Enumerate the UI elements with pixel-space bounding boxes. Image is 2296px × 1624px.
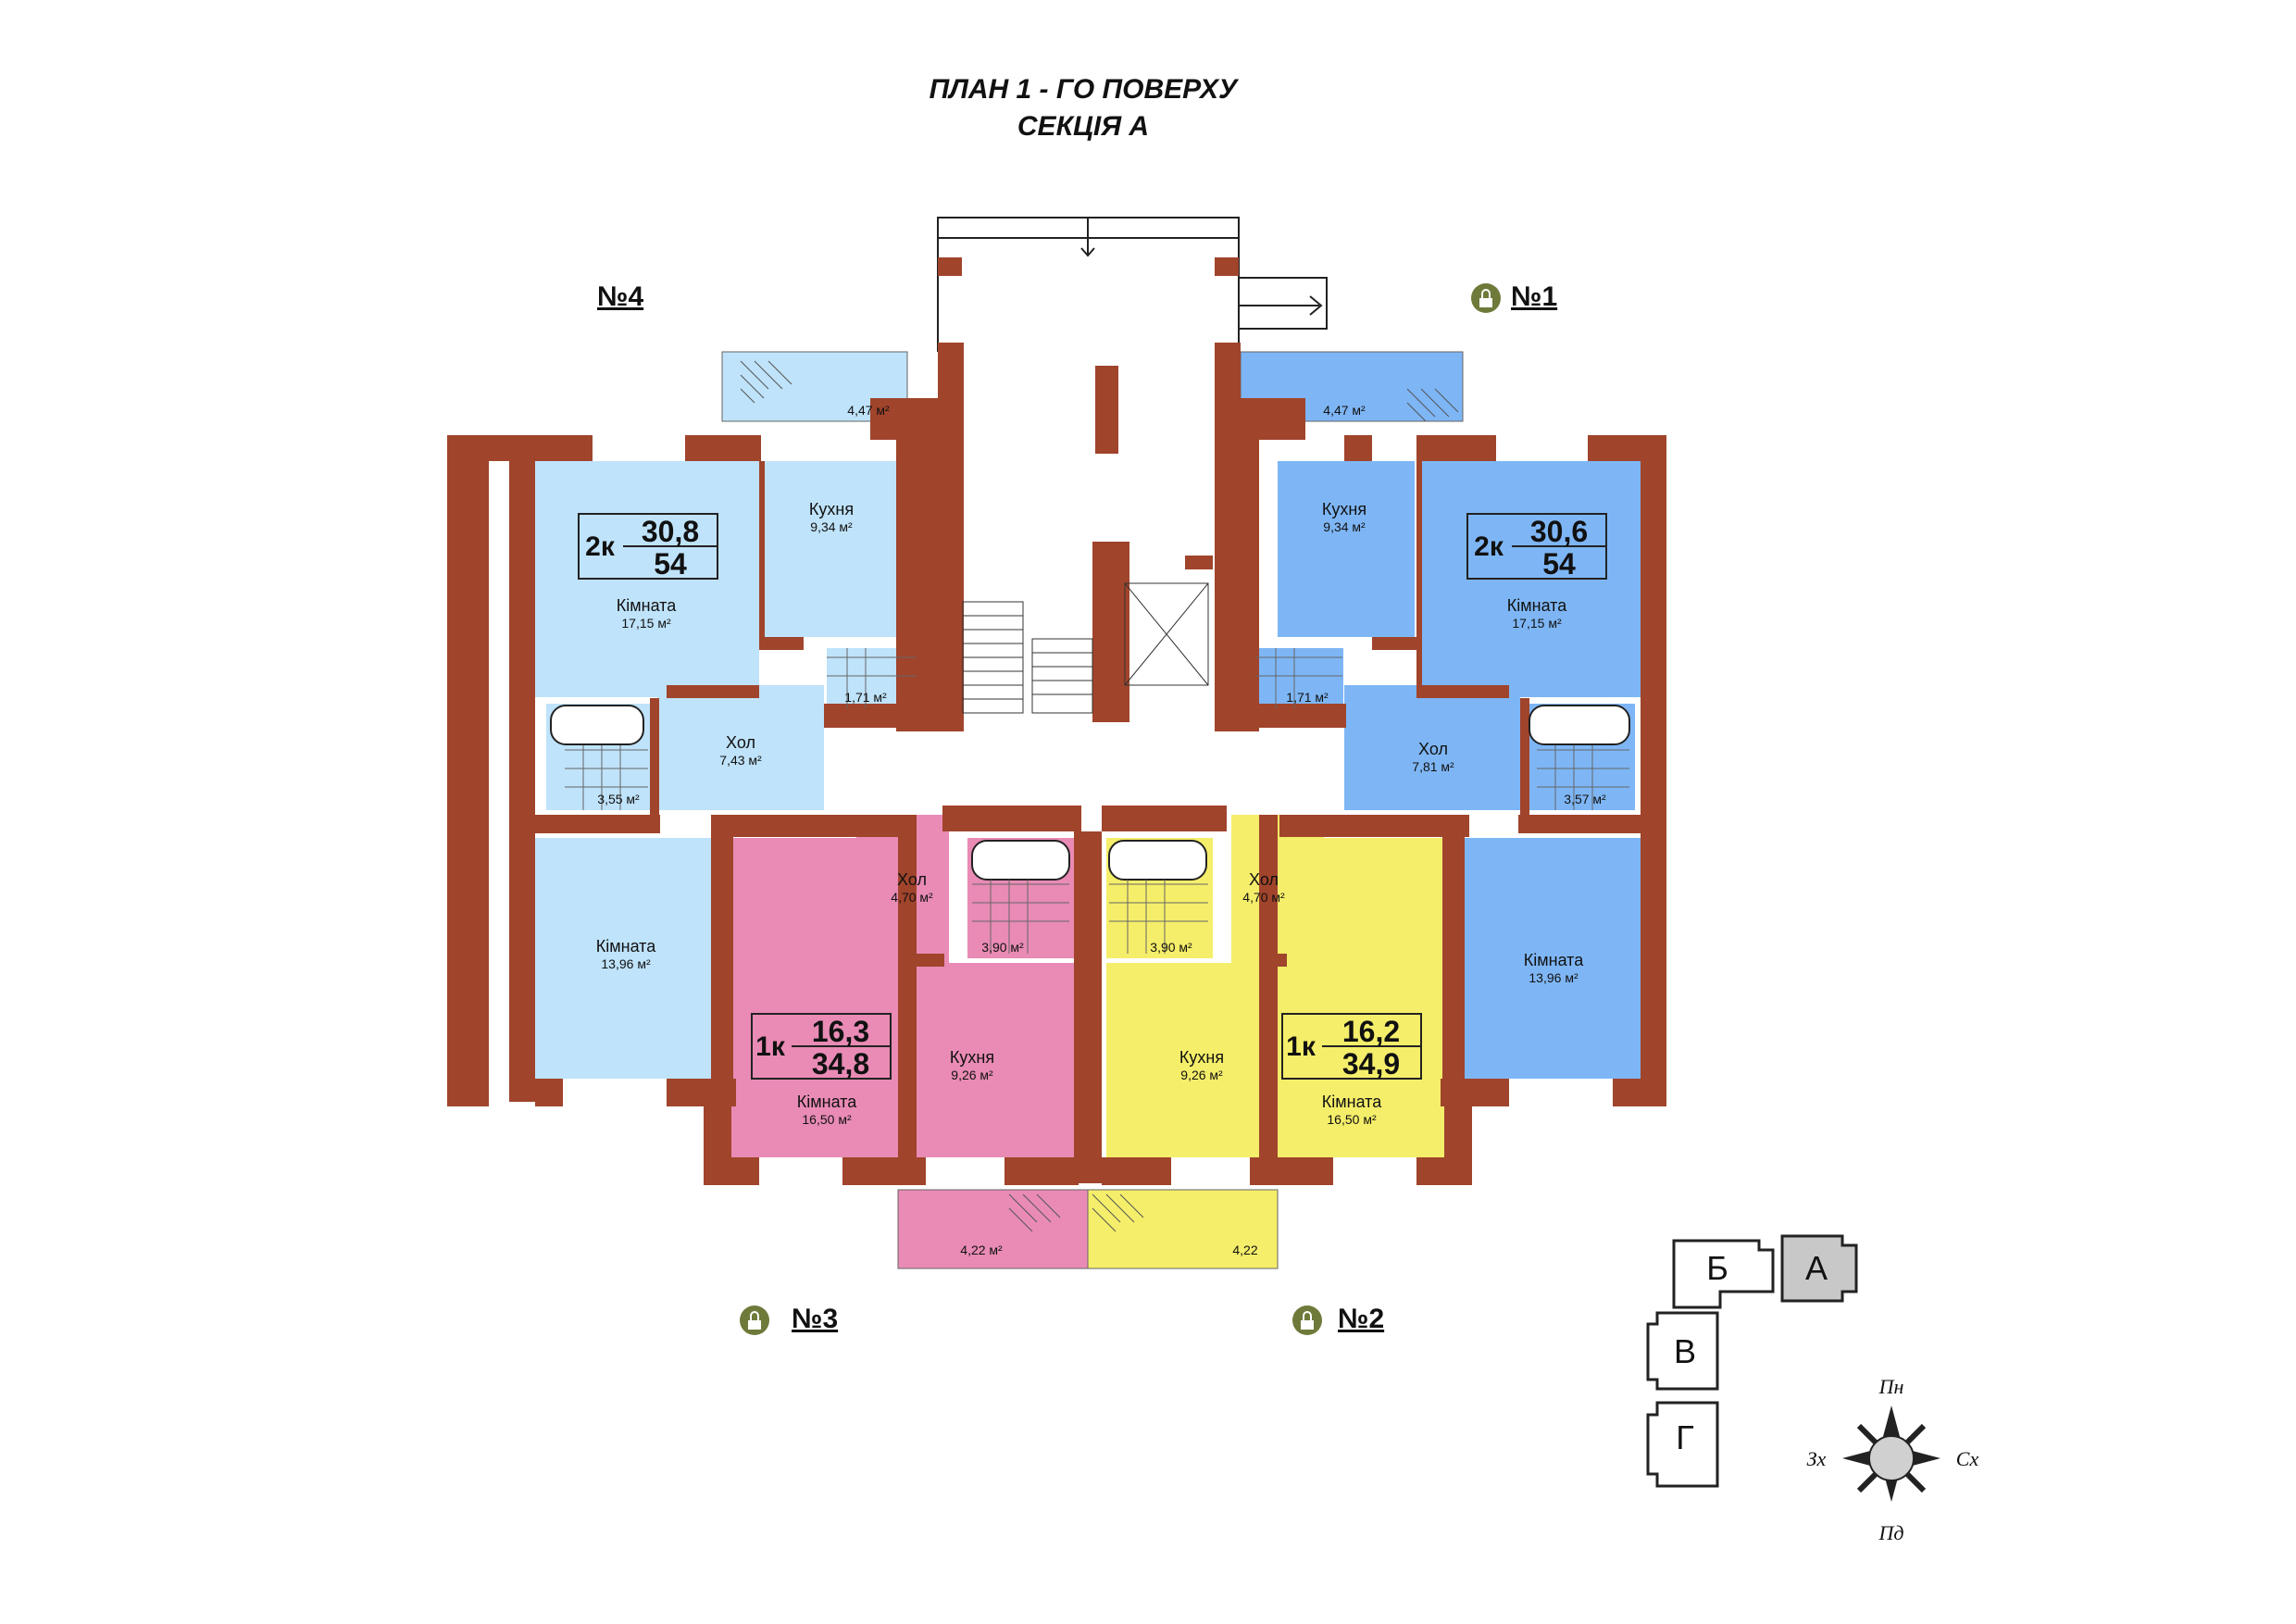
apt4-kitchen <box>761 461 900 637</box>
apt2-kitchen-area: 9,26 м² <box>1180 1068 1223 1082</box>
apt2-room-count: 1к <box>1286 1031 1316 1062</box>
apt2-balcony <box>1087 1189 1279 1269</box>
apt4-kitchen-area: 9,34 м² <box>810 519 853 534</box>
apt2-bath-area: 3,90 м² <box>1150 940 1192 955</box>
apt2-kitchen-label: Кухня <box>1179 1048 1224 1067</box>
apt2-room1-area: 16,50 м² <box>1327 1112 1377 1127</box>
entrance-pillars <box>938 257 1239 276</box>
apt4-balcony-area: 4,47 м² <box>847 403 890 418</box>
apt4-room2-label: Кімната <box>596 937 656 956</box>
key-plan: Б А В Г <box>1646 1234 1858 1488</box>
apt4-room1-area: 17,15 м² <box>621 616 671 631</box>
key-section-g <box>1646 1401 1719 1488</box>
key-section-g-label: Г <box>1676 1418 1694 1456</box>
apt1-wc-area: 1,71 м² <box>1286 690 1329 705</box>
section-title: СЕКЦІЯ А <box>1017 111 1149 142</box>
apt1-living-area: 30,6 <box>1530 515 1588 548</box>
key-section-a-label: А <box>1805 1249 1828 1287</box>
apt2-room1-label: Кімната <box>1322 1093 1382 1111</box>
apt1-hall-area: 7,81 м² <box>1412 759 1454 774</box>
apt1-total-area: 54 <box>1542 547 1576 581</box>
apt4-hall-label: Хол <box>726 733 755 752</box>
apt3-room-count: 1к <box>755 1031 786 1062</box>
apt4-room-count: 2к <box>585 531 616 562</box>
apt1: №1 2к 30,6 54 Кімната 17,15 м² Кухня 9,3… <box>1286 281 1607 985</box>
apt4-room-2 <box>535 838 711 1079</box>
apt4-bath-area: 3,55 м² <box>597 792 640 806</box>
apt3-hall-label: Хол <box>897 870 927 889</box>
apt4: №4 2к 30,8 54 Кімната 17,15 м² Кухня 9,3… <box>578 281 890 971</box>
apt2-living-area: 16,2 <box>1342 1015 1400 1048</box>
plan-title: ПЛАН 1 - ГО ПОВЕРХУ <box>930 74 1240 105</box>
key-section-v <box>1646 1311 1719 1391</box>
apt2: 1к 16,2 34,9 Кімната 16,50 м² Хол 4,70 м… <box>1150 870 1422 1335</box>
apt3-room1-area: 16,50 м² <box>802 1112 852 1127</box>
apt1-kitchen-area: 9,34 м² <box>1323 519 1366 534</box>
apt4-hall <box>657 685 824 810</box>
apt4-total-area: 54 <box>654 547 687 581</box>
apt4-number: №4 <box>597 281 643 312</box>
apt2-total-area: 34,9 <box>1342 1047 1400 1081</box>
apt1-room1-area: 17,15 м² <box>1512 616 1562 631</box>
apt3-total-area: 34,8 <box>812 1047 869 1081</box>
apt1-kitchen <box>1278 461 1415 637</box>
apt4-kitchen-label: Кухня <box>809 500 854 518</box>
apt3-number: №3 <box>792 1304 838 1334</box>
apt3-kitchen-label: Кухня <box>950 1048 994 1067</box>
compass-rose: Пн Пд Зх Сх <box>1807 1375 1979 1544</box>
apt2-kitchen <box>1106 963 1264 1157</box>
apt2-balcony-area: 4,22 <box>1232 1243 1257 1257</box>
apt3-bath-area: 3,90 м² <box>981 940 1024 955</box>
key-section-b-label: Б <box>1706 1249 1728 1287</box>
apt4-room1-label: Кімната <box>617 596 677 615</box>
walls <box>447 343 1666 1185</box>
apt1-hall-label: Хол <box>1418 740 1448 758</box>
apt2-number: №2 <box>1338 1304 1384 1334</box>
apt1-room2-area: 13,96 м² <box>1529 970 1578 985</box>
toilet-grid-tiles <box>565 648 1629 954</box>
apt1-kitchen-label: Кухня <box>1322 500 1366 518</box>
apt1-room2-label: Кімната <box>1524 951 1584 969</box>
apt4-wc-area: 1,71 м² <box>844 690 887 705</box>
compass-west: Зх <box>1807 1447 1827 1470</box>
apt3-kitchen <box>917 963 1074 1157</box>
apt4-room2-area: 13,96 м² <box>601 956 651 971</box>
key-section-a <box>1780 1234 1858 1303</box>
balcony-hatching <box>740 360 1459 1232</box>
apt3-living-area: 16,3 <box>812 1015 869 1048</box>
compass-south: Пд <box>1878 1521 1903 1544</box>
apt1-lock-icon-body <box>1479 298 1492 307</box>
apt3: 1к 16,3 34,8 Кімната 16,50 м² Хол 4,70 м… <box>740 870 1024 1335</box>
apt3-hall-area: 4,70 м² <box>891 890 933 905</box>
apt1-bath-area: 3,57 м² <box>1564 792 1606 806</box>
staircase <box>962 582 1209 714</box>
compass-north: Пн <box>1878 1375 1904 1398</box>
apt3-balcony-area: 4,22 м² <box>960 1243 1003 1257</box>
key-section-v-label: В <box>1674 1332 1696 1370</box>
apt4-hall-area: 7,43 м² <box>719 753 762 768</box>
compass-east: Сх <box>1956 1447 1979 1470</box>
key-section-b <box>1672 1239 1775 1309</box>
apt1-balcony-area: 4,47 м² <box>1323 403 1366 418</box>
apt4-living-area: 30,8 <box>642 515 699 548</box>
apt1-wc <box>1255 648 1343 708</box>
apt1-room-2 <box>1463 838 1641 1079</box>
apt3-room1-label: Кімната <box>797 1093 857 1111</box>
apt1-hall <box>1344 685 1520 810</box>
apt3-balcony <box>897 1189 1089 1269</box>
apt2-hall-area: 4,70 м² <box>1242 890 1285 905</box>
bathtubs <box>550 705 1630 881</box>
apt1-room1-label: Кімната <box>1507 596 1567 615</box>
entrance-canopy <box>937 217 1328 352</box>
apt1-number: №1 <box>1511 281 1557 312</box>
apt1-room-count: 2к <box>1474 531 1504 562</box>
apt3-kitchen-area: 9,26 м² <box>951 1068 993 1082</box>
apt2-hall-label: Хол <box>1249 870 1279 889</box>
